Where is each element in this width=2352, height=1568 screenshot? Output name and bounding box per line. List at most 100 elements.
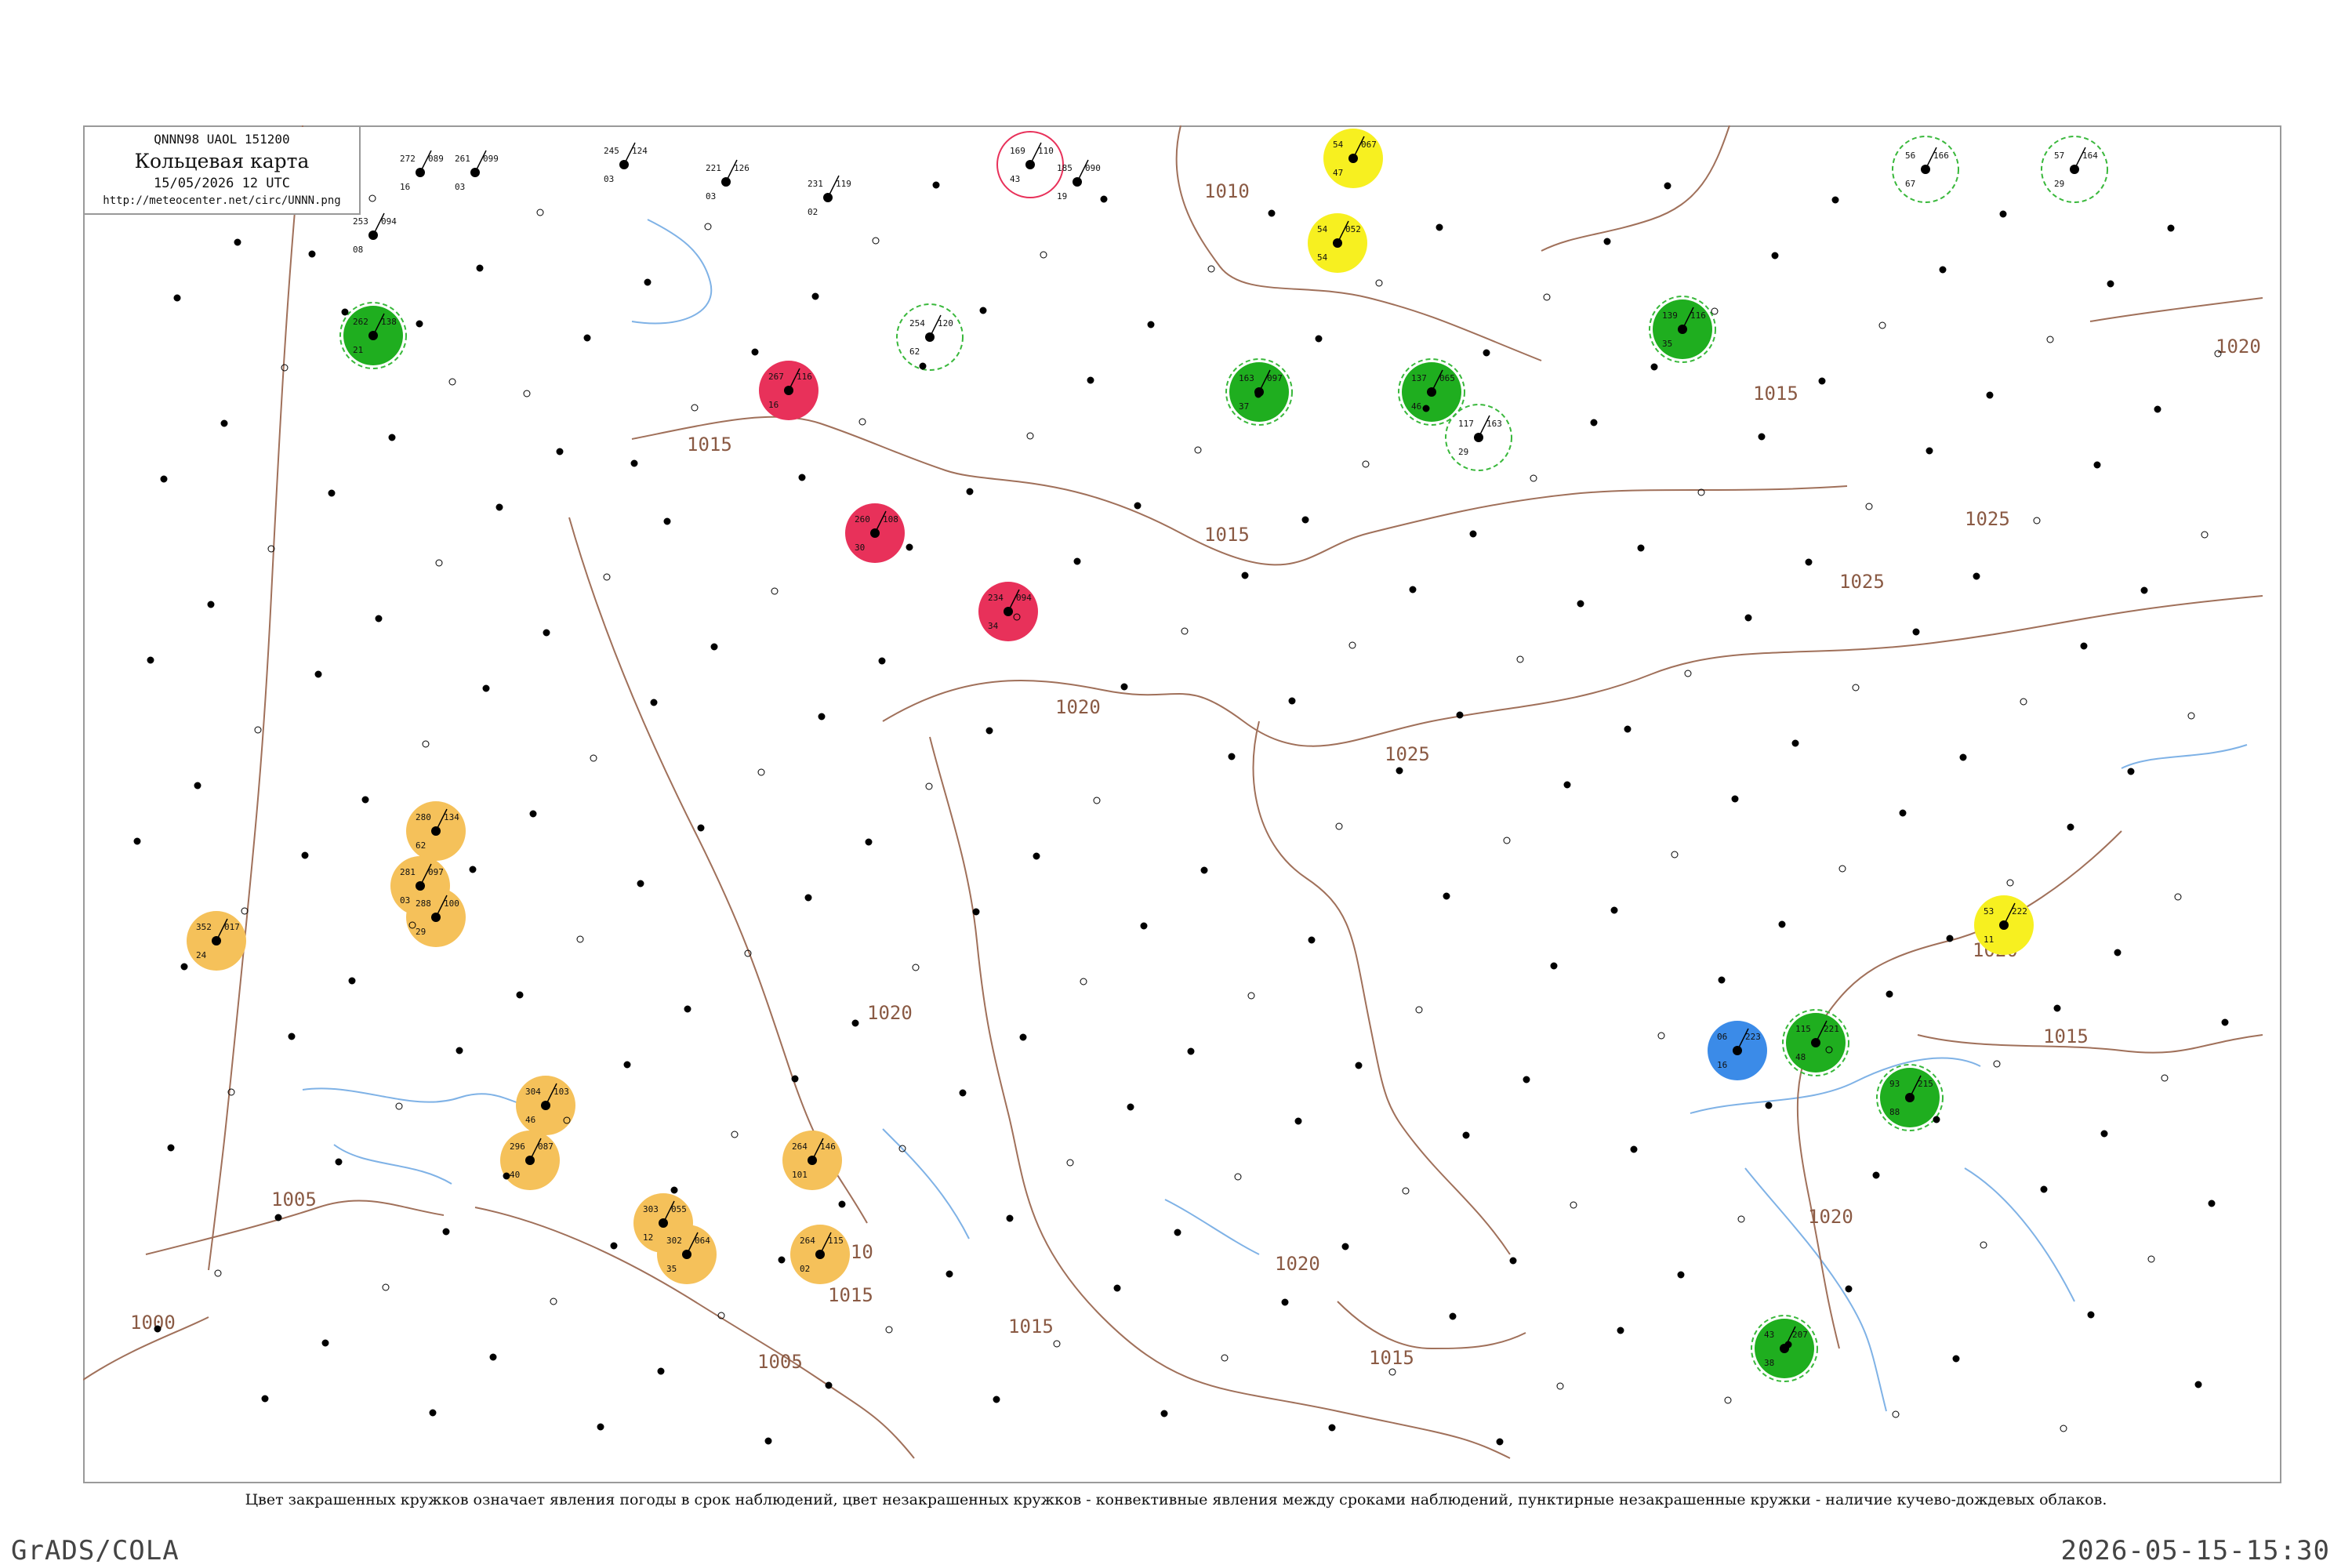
station-symbol <box>811 292 819 300</box>
station-symbol <box>476 264 484 272</box>
station-symbol <box>328 489 336 497</box>
station-symbol <box>261 1395 269 1403</box>
station-value-right: 221 <box>1824 1024 1839 1034</box>
station-symbol <box>523 390 531 397</box>
station-symbol <box>959 1089 967 1097</box>
station-symbol <box>946 1270 953 1278</box>
station-symbol <box>516 991 524 999</box>
station-map[interactable]: 1010 1015 1015 1015 1020 1020 1025 1020 … <box>83 125 2278 1480</box>
wind-barb <box>623 142 636 165</box>
station-symbol <box>563 1116 571 1124</box>
station-symbol <box>1959 753 1967 761</box>
station-symbol <box>442 1228 450 1236</box>
station-value-bottom: 16 <box>400 182 410 192</box>
station-symbol <box>1784 1341 1792 1348</box>
station-symbol <box>1550 962 1558 970</box>
station-symbol <box>710 643 718 651</box>
station-symbol <box>1422 405 1430 412</box>
station-value-bottom: 54 <box>1317 252 1328 263</box>
station-symbol <box>147 656 154 664</box>
wind-barb <box>827 175 840 198</box>
station-symbol <box>1731 795 1739 803</box>
station-value-right: 124 <box>632 146 648 156</box>
station-value-right: 126 <box>734 163 750 173</box>
station-value-left: 185 <box>1057 163 1073 173</box>
wind-barb <box>2074 147 2086 170</box>
station-symbol <box>194 782 201 789</box>
station-value-bottom: 11 <box>1984 935 1994 945</box>
station-symbol <box>663 517 671 525</box>
station-value-bottom: 46 <box>1411 401 1421 412</box>
wind-barb <box>1815 1020 1828 1044</box>
station-symbol <box>1073 557 1081 565</box>
station-symbol <box>1838 865 1846 873</box>
station-value-bottom: 02 <box>800 1264 810 1274</box>
station-symbol <box>1147 321 1155 328</box>
station-value-right: 116 <box>797 372 812 382</box>
wind-barb <box>788 368 800 391</box>
station-symbol <box>1993 1060 2001 1068</box>
station-symbol <box>489 1353 497 1361</box>
station-symbol <box>550 1298 557 1305</box>
station-symbol <box>2221 1018 2229 1026</box>
station-value-left: 253 <box>353 216 368 227</box>
wind-barb <box>419 863 432 887</box>
station-symbol <box>456 1047 463 1054</box>
cumulonimbus-ring <box>1892 136 1959 203</box>
station-symbol <box>771 587 779 595</box>
station-symbol <box>321 1339 329 1347</box>
wind-barb <box>1682 307 1694 330</box>
station-symbol <box>1684 670 1692 677</box>
station-symbol <box>1308 936 1316 944</box>
station-symbol <box>308 250 316 258</box>
station-symbol <box>1845 1285 1853 1293</box>
wind-barb <box>1478 415 1490 438</box>
station-value-right: 064 <box>695 1236 710 1246</box>
isobar-label: 1025 <box>1385 743 1430 765</box>
station-value-bottom: 40 <box>510 1170 520 1180</box>
station-symbol <box>1878 321 1886 329</box>
station-symbol <box>2140 586 2148 594</box>
station-symbol <box>1724 1396 1732 1404</box>
station-value-right: 097 <box>1267 373 1283 383</box>
station-symbol <box>1677 1271 1685 1279</box>
station-value-right: 146 <box>820 1142 836 1152</box>
station-symbol <box>1294 1117 1302 1125</box>
station-symbol <box>731 1131 739 1138</box>
station-symbol <box>1268 209 1276 217</box>
isobar-label: 1015 <box>1369 1347 1414 1369</box>
